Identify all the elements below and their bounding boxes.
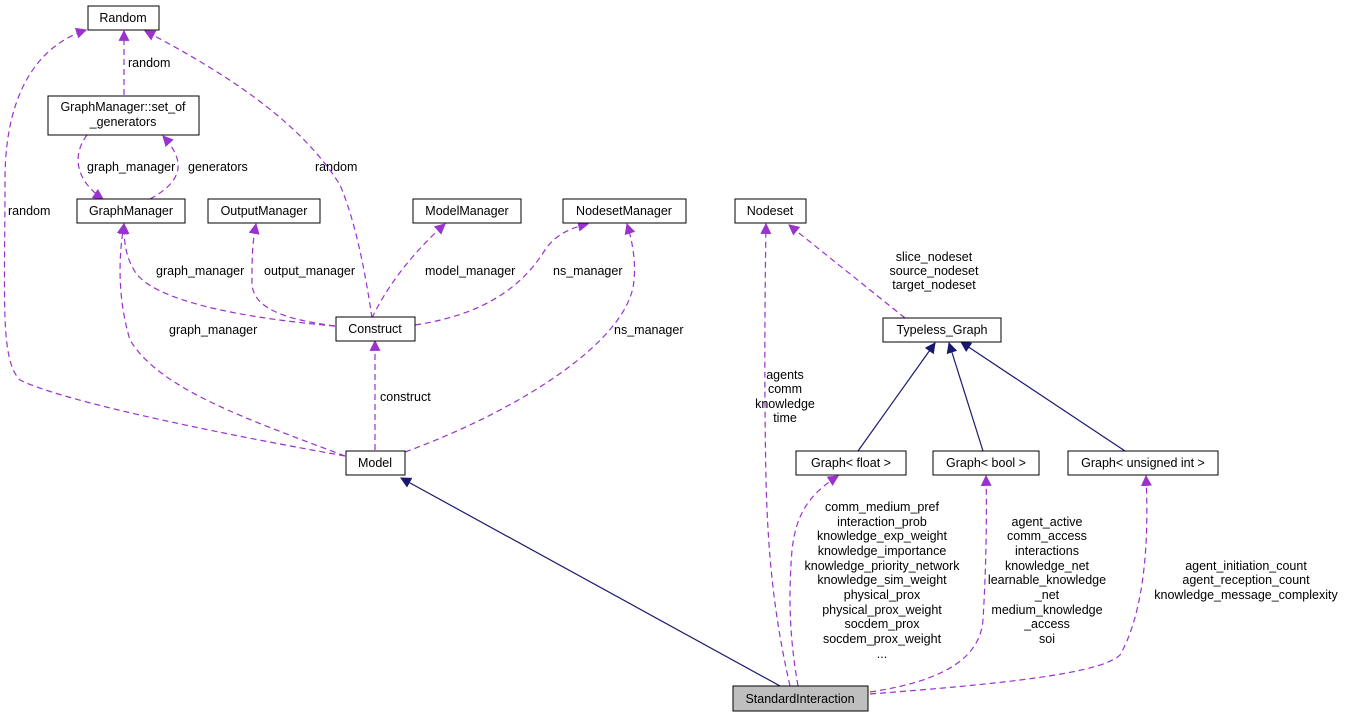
edge-inherit-typeless-bool [946,341,984,452]
svg-text:physical_prox: physical_prox [844,588,921,602]
edge-inherit-typeless-float [857,342,936,452]
label-graph-manager-construct: graph_manager [156,264,244,278]
svg-text:interaction_prob: interaction_prob [837,515,927,529]
svg-text:socdem_prox_weight: socdem_prox_weight [823,632,942,646]
edge-random-model [3,27,346,457]
svg-text:learnable_knowledge: learnable_knowledge [988,573,1106,587]
svg-text:Typeless_Graph: Typeless_Graph [896,323,987,337]
label-random-construct: random [315,160,357,174]
svg-text:comm: comm [768,382,802,396]
label-graph-bool-si: agent_active comm_access interactions kn… [988,515,1106,646]
node-graph-float[interactable]: Graph< float > [795,450,907,476]
svg-text:GraphManager::set_of: GraphManager::set_of [60,100,186,114]
edge-inherit-model [400,477,781,687]
label-random-set: random [128,56,170,70]
svg-text:soi: soi [1039,632,1055,646]
svg-text:_generators: _generators [89,115,157,129]
edge-model-manager-construct [371,223,446,319]
edge-graph-uint-standard-interaction [869,474,1152,695]
svg-text:agent_initiation_count: agent_initiation_count [1185,559,1307,573]
label-ns-manager-model: ns_manager [614,323,684,337]
svg-text:knowledge_exp_weight: knowledge_exp_weight [817,529,947,543]
svg-text:Random: Random [99,11,146,25]
edge-set-of-generators-graph-manager [149,135,179,200]
node-graph-bool[interactable]: Graph< bool > [932,450,1040,476]
node-graph-unsigned-int[interactable]: Graph< unsigned int > [1067,450,1219,476]
node-standard-interaction[interactable]: StandardInteraction [732,685,869,712]
svg-text:target_nodeset: target_nodeset [892,278,976,292]
label-ns-manager-construct: ns_manager [553,264,623,278]
svg-text:Nodeset: Nodeset [747,204,794,218]
edge-graph-manager-construct [118,222,336,327]
node-construct[interactable]: Construct [335,316,416,342]
svg-text:source_nodeset: source_nodeset [890,264,979,278]
svg-text:NodesetManager: NodesetManager [576,204,672,218]
label-model-manager-construct: model_manager [425,264,515,278]
usage-edges [3,27,1152,695]
svg-text:_net: _net [1034,588,1060,602]
node-output-manager[interactable]: OutputManager [207,198,321,224]
label-nodeset-typeless: slice_nodeset source_nodeset target_node… [890,250,979,292]
svg-text:Graph< unsigned int >: Graph< unsigned int > [1081,456,1205,470]
svg-text:interactions: interactions [1015,544,1079,558]
svg-text:Model: Model [358,456,392,470]
svg-text:StandardInteraction: StandardInteraction [745,692,854,706]
label-nodeset-si: agents comm knowledge time [755,368,815,425]
label-graph-manager-set: graph_manager [87,160,175,174]
svg-text:Graph< bool >: Graph< bool > [946,456,1026,470]
edge-graph-bool-standard-interaction [869,474,992,693]
svg-text:knowledge_message_complexity: knowledge_message_complexity [1154,588,1338,602]
inheritance-edges [400,341,1126,687]
svg-text:knowledge_priority_network: knowledge_priority_network [805,559,961,573]
edge-graph-float-standard-interaction [789,475,839,687]
svg-text:medium_knowledge: medium_knowledge [991,603,1102,617]
svg-text:knowledge: knowledge [755,397,815,411]
svg-text:agents: agents [766,368,804,382]
edge-ns-manager-model [404,222,636,453]
svg-text:...: ... [877,647,887,661]
label-graph-uint-si: agent_initiation_count agent_reception_c… [1154,559,1338,602]
edge-nodeset-standard-interaction [760,222,791,687]
edge-inherit-typeless-uint [960,341,1126,452]
svg-text:physical_prox_weight: physical_prox_weight [822,603,942,617]
svg-text:socdem_prox: socdem_prox [844,617,920,631]
svg-text:GraphManager: GraphManager [89,204,173,218]
node-model[interactable]: Model [345,450,406,476]
label-output-manager-construct: output_manager [264,264,355,278]
label-graph-float-si: comm_medium_pref interaction_prob knowle… [805,500,961,661]
svg-text:comm_access: comm_access [1007,529,1087,543]
edge-labels: random random random graph_manager gener… [8,56,1338,661]
svg-text:time: time [773,411,797,425]
edge-output-manager-construct [248,222,336,327]
svg-text:agent_active: agent_active [1012,515,1083,529]
svg-text:_access: _access [1023,617,1070,631]
svg-text:comm_medium_pref: comm_medium_pref [825,500,939,514]
svg-text:knowledge_net: knowledge_net [1005,559,1090,573]
svg-text:ModelManager: ModelManager [425,204,508,218]
label-construct-model: construct [380,390,431,404]
node-graph-manager-set-of-generators[interactable]: GraphManager::set_of _generators [47,95,200,136]
edge-graph-manager-model [116,222,346,457]
svg-text:agent_reception_count: agent_reception_count [1182,573,1310,587]
edge-random-construct [144,30,373,319]
svg-text:OutputManager: OutputManager [221,204,308,218]
node-typeless-graph[interactable]: Typeless_Graph [882,317,1002,343]
edge-ns-manager-construct [414,220,590,326]
svg-text:slice_nodeset: slice_nodeset [896,250,973,264]
node-graph-manager[interactable]: GraphManager [76,198,186,224]
label-random-model: random [8,204,50,218]
node-random[interactable]: Random [87,5,160,31]
edge-graph-manager-set-of-generators [77,134,104,200]
edge-nodeset-typeless-graph [788,224,906,319]
svg-text:knowledge_importance: knowledge_importance [818,544,947,558]
node-nodeset[interactable]: Nodeset [734,198,807,224]
svg-text:Graph< float >: Graph< float > [811,456,891,470]
svg-text:knowledge_sim_weight: knowledge_sim_weight [817,573,947,587]
node-nodeset-manager[interactable]: NodesetManager [562,198,687,224]
node-model-manager[interactable]: ModelManager [412,198,522,224]
label-set-graph-manager: generators [188,160,248,174]
label-graph-manager-model: graph_manager [169,323,257,337]
svg-text:Construct: Construct [348,322,402,336]
